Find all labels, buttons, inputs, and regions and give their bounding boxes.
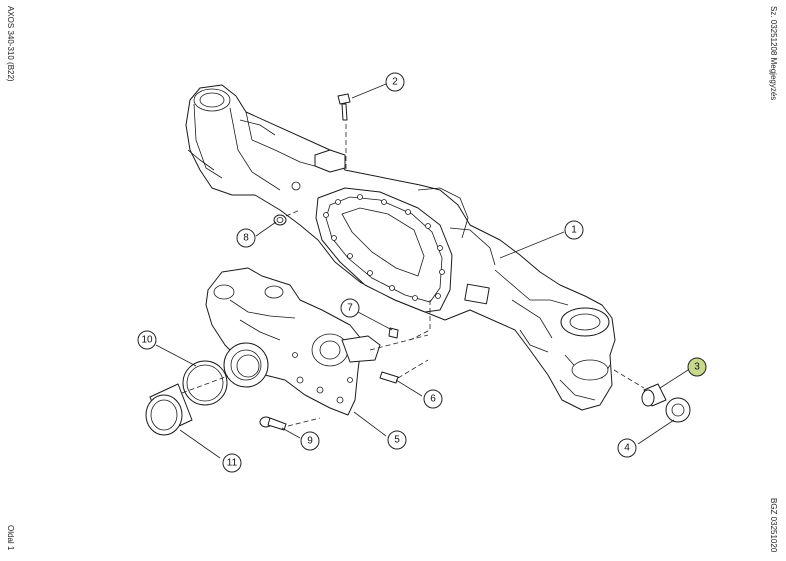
callout-label-6: 6 [430, 394, 436, 405]
o-ring-part-10 [182, 360, 228, 406]
dowel-pin-part-6 [379, 371, 399, 384]
axle-housing-part-1 [185, 84, 616, 411]
bushing-part-3 [641, 383, 667, 407]
seal-part-4 [665, 397, 691, 423]
callout-label-1: 1 [571, 225, 577, 236]
callout-label-9: 9 [307, 436, 313, 447]
callout-10: 10 [137, 330, 157, 350]
carrier-housing-part-5 [205, 267, 381, 416]
sleeve-ring-part-11 [145, 383, 193, 436]
callout-label-4: 4 [624, 443, 630, 454]
bolt-part-7 [388, 327, 399, 339]
callout-1: 1 [564, 220, 584, 240]
callout-11: 11 [222, 453, 242, 473]
assembly-lines [181, 124, 645, 427]
callout-label-11: 11 [227, 458, 238, 469]
callout-label-5: 5 [394, 435, 400, 446]
callout-9: 9 [300, 431, 320, 451]
callout-label-3: 3 [694, 362, 700, 373]
callout-label-8: 8 [243, 233, 249, 244]
callout-2: 2 [385, 72, 405, 92]
screw-part-9 [259, 416, 287, 431]
callout-7: 7 [340, 298, 360, 318]
callout-label-10: 10 [141, 335, 153, 346]
callout-6: 6 [423, 389, 443, 409]
callout-3: 3 [687, 357, 707, 377]
callout-label-2: 2 [392, 77, 398, 88]
callout-label-7: 7 [347, 303, 353, 314]
leader-lines [155, 83, 689, 459]
callout-4: 4 [617, 438, 637, 458]
callout-8: 8 [236, 228, 256, 248]
bolt-part-2 [337, 93, 351, 121]
callout-5: 5 [387, 430, 407, 450]
plug-part-8 [273, 214, 287, 226]
